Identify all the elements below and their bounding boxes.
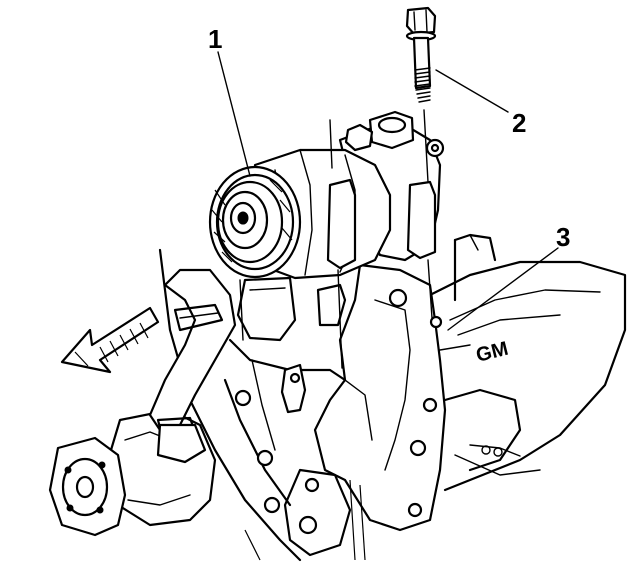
- engine-block-icon: GM: [418, 233, 627, 492]
- front-direction-arrow-icon: [60, 306, 160, 374]
- callout-2-label: 2: [512, 108, 526, 138]
- radiator-hose-icon: [148, 268, 237, 464]
- callout-1-label: 1: [208, 24, 222, 54]
- bolt-centerline-icon: [239, 109, 433, 369]
- timing-cover-icon: [158, 248, 366, 562]
- compressor-icon: [208, 110, 445, 342]
- callout-leaders: [217, 51, 559, 331]
- callout-3-label: 3: [556, 222, 570, 252]
- bolt-icon: [405, 6, 437, 103]
- bracket-icon: [283, 263, 447, 557]
- engine-stamp-label: GM: [474, 338, 511, 367]
